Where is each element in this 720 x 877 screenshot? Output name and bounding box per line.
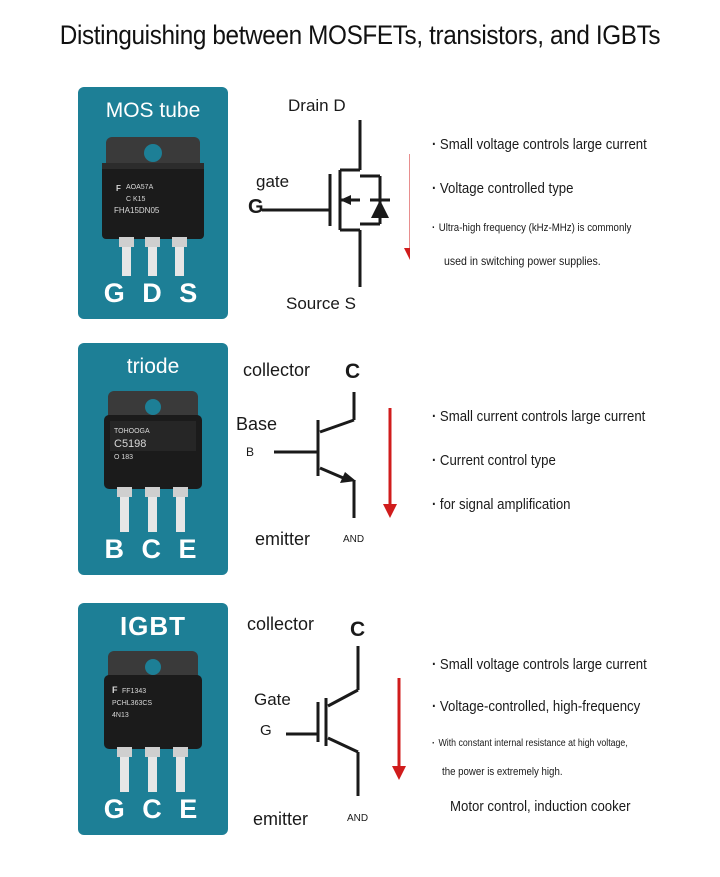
triode-row: triode TOHOOGA C5198 O 183 B C E xyxy=(0,338,720,575)
igbt-bullet-3-cont: the power is extremely high. xyxy=(442,766,563,778)
igbt-emitter-label: emitter xyxy=(253,809,309,829)
triode-bullet-2: ·Current control type xyxy=(432,452,556,469)
igbt-emitter-letter: AND xyxy=(347,813,369,824)
triode-chip-line-3: O 183 xyxy=(114,454,133,461)
igbt-symbol xyxy=(286,646,406,796)
mosfet-package-image: F AOA57A C K15 FHA15DN05 xyxy=(102,137,204,276)
igbt-card: IGBT F FF1343 PCHL363CS 4N13 G C E xyxy=(78,603,228,835)
mosfet-card: MOS tube F AOA57A C K15 FHA15DN05 G D S xyxy=(78,87,228,319)
triode-pin-labels: B C E xyxy=(104,534,202,564)
igbt-gate-letter: G xyxy=(260,722,272,739)
igbt-collector-label: collector xyxy=(247,614,315,634)
mosfet-card-name: MOS tube xyxy=(105,99,201,122)
triode-emitter-letter: AND xyxy=(343,534,365,545)
igbt-package-image: F FF1343 PCHL363CS 4N13 xyxy=(104,651,202,792)
triode-collector-letter: C xyxy=(345,360,361,383)
igbt-chip-line-2: PCHL363CS xyxy=(112,700,152,707)
triode-symbol xyxy=(274,392,397,518)
triode-card: triode TOHOOGA C5198 O 183 B C E xyxy=(78,343,228,575)
igbt-chip-line-3: 4N13 xyxy=(112,712,129,719)
svg-text:F: F xyxy=(112,685,118,695)
igbt-gate-label: Gate xyxy=(254,690,291,709)
triode-card-name: triode xyxy=(126,355,180,378)
igbt-collector-letter: C xyxy=(350,618,366,641)
mosfet-bullet-3: ·Ultra-high frequency (kHz-MHz) is commo… xyxy=(432,222,632,234)
igbt-chip-line-1: FF1343 xyxy=(122,688,146,695)
mosfet-gate-label: gate xyxy=(256,172,290,191)
triode-base-label: Base xyxy=(236,414,278,434)
triode-emitter-label: emitter xyxy=(255,529,311,549)
triode-package-image: TOHOOGA C5198 O 183 xyxy=(104,391,202,532)
mosfet-bullet-3-cont: used in switching power supplies. xyxy=(444,254,601,268)
mosfet-drain-label: Drain D xyxy=(288,96,346,115)
triode-base-letter: B xyxy=(246,445,255,459)
igbt-bullet-3: ·With constant internal resistance at hi… xyxy=(432,738,628,749)
mosfet-chip-line-2: C K15 xyxy=(126,196,146,203)
igbt-application-line: Motor control, induction cooker xyxy=(450,798,631,815)
mosfet-gate-letter: G xyxy=(248,196,264,218)
igbt-bullet-2: ·Voltage-controlled, high-frequency xyxy=(432,698,641,715)
triode-bullet-3: ·for signal amplification xyxy=(432,496,571,513)
mosfet-chip-line-1: AOA57A xyxy=(126,184,154,191)
mosfet-source-label: Source S xyxy=(286,294,356,313)
igbt-card-name: IGBT xyxy=(119,611,187,641)
svg-text:F: F xyxy=(116,184,121,193)
igbt-bullet-1: ·Small voltage controls large current xyxy=(432,656,647,673)
mosfet-row: MOS tube F AOA57A C K15 FHA15DN05 G D S xyxy=(0,82,720,322)
mosfet-bullet-2: ·Voltage controlled type xyxy=(432,180,574,197)
triode-collector-label: collector xyxy=(243,360,311,380)
mosfet-symbol xyxy=(262,120,410,287)
mosfet-pin-labels: G D S xyxy=(103,278,203,308)
igbt-row: IGBT F FF1343 PCHL363CS 4N13 G C E xyxy=(0,598,720,838)
triode-chip-line-1: TOHOOGA xyxy=(114,428,150,435)
mosfet-bullet-1: ·Small voltage controls large current xyxy=(432,136,647,153)
mosfet-chip-line-3: FHA15DN05 xyxy=(114,206,160,215)
page-title: Distinguishing between MOSFETs, transist… xyxy=(59,20,661,50)
igbt-pin-labels: G C E xyxy=(103,794,203,824)
triode-bullet-1: ·Small current controls large current xyxy=(432,408,646,425)
triode-chip-line-2: C5198 xyxy=(114,438,146,450)
